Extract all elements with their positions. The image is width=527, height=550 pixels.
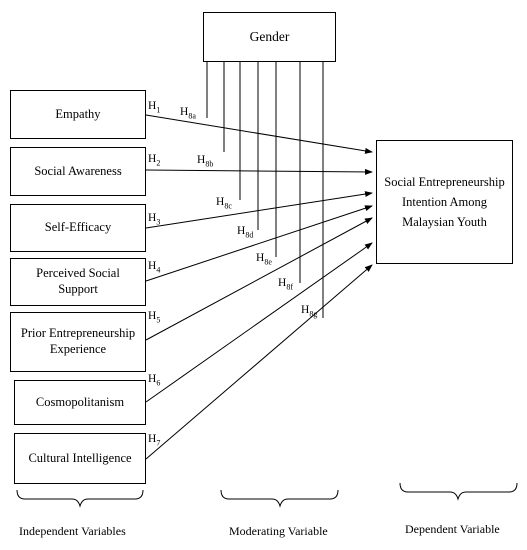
dependent-variable-box: Social Entrepreneurship Intention Among … xyxy=(376,140,513,264)
iv-box-self-efficacy: Self-Efficacy xyxy=(10,204,146,252)
iv-label: Social Awareness xyxy=(34,163,122,178)
moderator-lines xyxy=(206,62,324,318)
arrow-h2 xyxy=(145,168,373,175)
iv-label: Cosmopolitanism xyxy=(35,394,125,409)
iv-box-social-awareness: Social Awareness xyxy=(10,147,146,196)
iv-label: Cultural Intelligence xyxy=(28,450,132,465)
moderation-label-h8d: H8d xyxy=(237,225,254,240)
moderation-label-h8f: H8f xyxy=(278,277,293,292)
hypothesis-label-h2: H2 xyxy=(148,153,161,168)
hypothesis-label-h1: H1 xyxy=(148,100,161,115)
moderator-label: Gender xyxy=(249,28,290,44)
moderation-label-h8b: H8b xyxy=(197,154,214,169)
caption-independent-variables: Independent Variables xyxy=(19,524,126,538)
iv-box-prior-entrepreneurship-experience: Prior Entrepreneurship Experience xyxy=(10,312,146,372)
iv-box-empathy: Empathy xyxy=(10,90,146,139)
caption-moderating-variable: Moderating Variable xyxy=(229,524,328,538)
moderator-box-gender: Gender xyxy=(203,12,336,62)
hypothesis-label-h5: H5 xyxy=(148,310,161,325)
arrow-h3 xyxy=(145,191,373,229)
iv-label: Self-Efficacy xyxy=(44,220,112,235)
iv-box-cosmopolitanism: Cosmopolitanism xyxy=(14,380,146,425)
moderation-label-h8e: H8e xyxy=(256,252,272,267)
brace-moderating xyxy=(220,489,339,508)
hypothesis-label-h3: H3 xyxy=(148,212,161,227)
arrow-h1 xyxy=(145,114,373,154)
arrow-h6 xyxy=(145,242,373,403)
moderation-label-h8c: H8c xyxy=(216,196,232,211)
hypothesis-arrows xyxy=(145,114,373,460)
moderation-label-h8a: H8a xyxy=(180,106,196,121)
hypothesis-label-h7: H7 xyxy=(148,433,161,448)
arrow-h4 xyxy=(145,205,373,282)
braces xyxy=(16,482,518,508)
iv-box-cultural-intelligence: Cultural Intelligence xyxy=(14,433,146,484)
iv-label: Empathy xyxy=(55,106,101,121)
dependent-label: Social Entrepreneurship Intention Among … xyxy=(384,175,505,229)
caption-dependent-variable: Dependent Variable xyxy=(405,522,500,536)
hypothesis-label-h4: H4 xyxy=(148,260,161,275)
hypothesis-label-h6: H6 xyxy=(148,373,161,388)
moderation-label-h8g: H8g xyxy=(301,304,318,319)
iv-box-perceived-social-support: Perceived Social Support xyxy=(10,258,146,306)
brace-dependent xyxy=(399,482,518,501)
brace-independent xyxy=(16,489,144,508)
iv-label: Perceived Social Support xyxy=(36,266,120,296)
arrow-h5 xyxy=(145,217,373,341)
arrow-h7 xyxy=(145,264,373,460)
iv-label: Prior Entrepreneurship Experience xyxy=(20,326,136,356)
